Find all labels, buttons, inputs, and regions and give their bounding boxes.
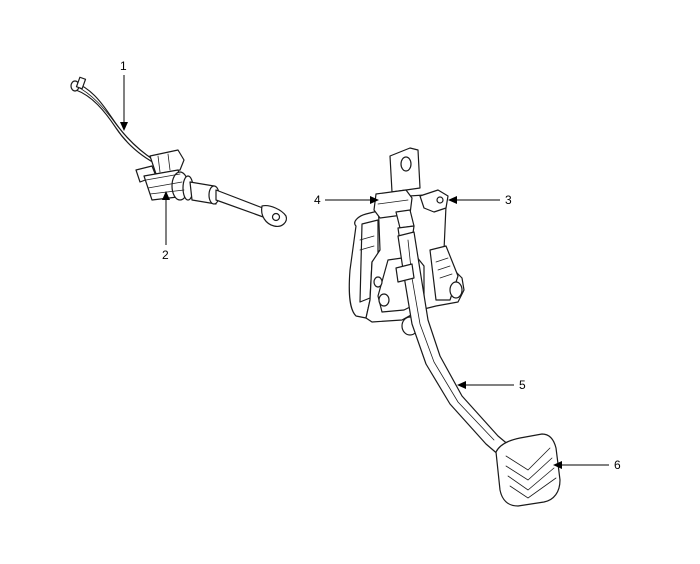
callout-4-arrowhead [370, 196, 379, 204]
clutch-hose-illustration [70, 76, 161, 167]
callout-4-number: 4 [314, 193, 321, 207]
callout-3-arrowhead [448, 196, 457, 204]
callout-1: 1 [120, 59, 128, 131]
callout-3-number: 3 [505, 193, 512, 207]
pedal-pad-illustration [495, 433, 561, 507]
callout-1-number: 1 [120, 59, 127, 73]
callout-6-number: 6 [614, 458, 621, 472]
callout-2-arrowhead [162, 191, 170, 200]
clutch-pedal-switch-illustration [373, 189, 415, 243]
callout-1-arrowhead [120, 122, 128, 131]
callout-4: 4 [314, 193, 379, 207]
callout-5-arrowhead [457, 381, 466, 389]
clutch-master-cylinder-illustration [135, 149, 287, 227]
callout-2: 2 [162, 191, 170, 262]
callout-5-number: 5 [519, 378, 526, 392]
callout-6-arrowhead [553, 461, 562, 469]
callout-3: 3 [448, 193, 512, 207]
callout-2-number: 2 [162, 248, 169, 262]
callout-5: 5 [457, 378, 526, 392]
callout-6: 6 [553, 458, 621, 472]
